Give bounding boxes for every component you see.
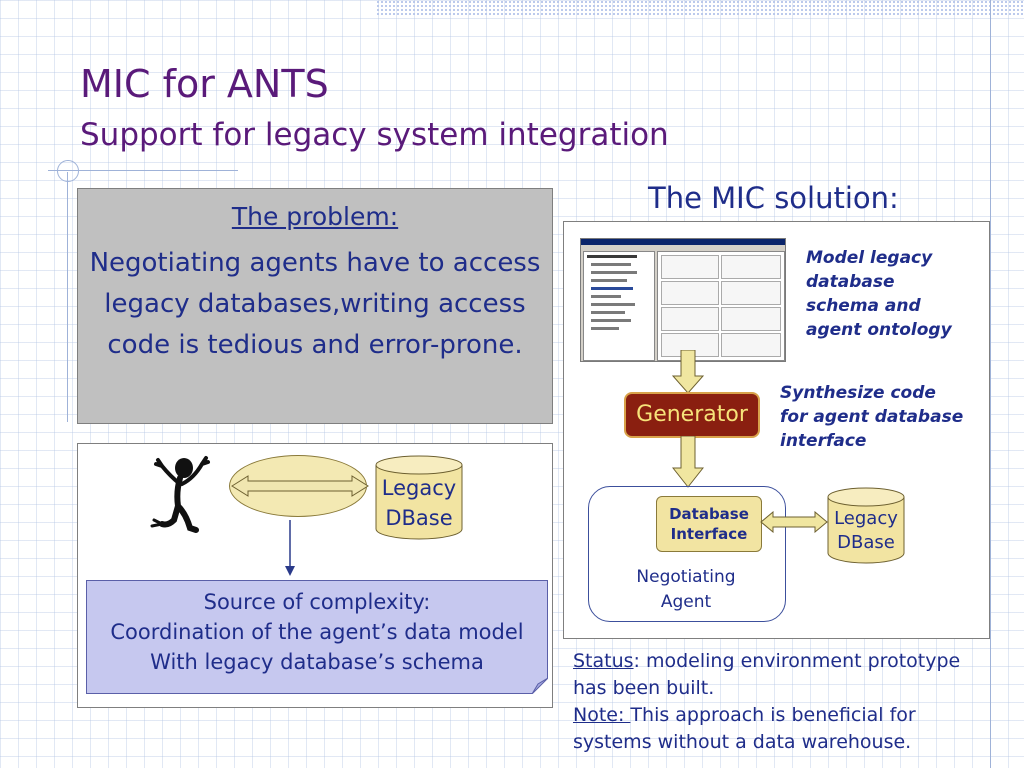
db-interface-line2: Interface bbox=[670, 525, 748, 543]
double-arrow-db-icon bbox=[760, 511, 828, 533]
problem-heading: The problem: bbox=[231, 202, 399, 231]
model-text-line4: agent ontology bbox=[806, 320, 952, 340]
model-text: Model legacy database schema and agent o… bbox=[806, 246, 952, 342]
left-decor-line bbox=[67, 172, 68, 422]
title-underline-decor bbox=[48, 170, 238, 171]
negotiating-agent-box bbox=[588, 486, 786, 622]
status-body: : modeling environment prototype has bee… bbox=[573, 650, 961, 699]
db-interface-line1: Database bbox=[669, 505, 749, 523]
model-text-line1: Model legacy bbox=[806, 248, 933, 268]
modeling-tool-screenshot bbox=[580, 238, 786, 362]
note-line-3: With legacy database’s schema bbox=[150, 650, 484, 674]
generator-box: Generator bbox=[624, 392, 760, 438]
negotiating-agent-label: Negotiating Agent bbox=[626, 565, 746, 615]
model-text-line3: schema and bbox=[806, 296, 921, 316]
legacy-db-line1: Legacy bbox=[381, 476, 457, 500]
database-cylinder-icon bbox=[375, 455, 463, 540]
synth-text-line2: for agent database bbox=[780, 407, 964, 427]
down-arrow-icon bbox=[285, 520, 295, 576]
problem-box: The problem: Negotiating agents have to … bbox=[77, 188, 553, 424]
legacy-db-right-line2: DBase bbox=[837, 532, 895, 553]
synthesize-text: Synthesize code for agent database inter… bbox=[780, 381, 963, 453]
model-text-line2: database bbox=[806, 272, 895, 292]
agent-label-line1: Negotiating bbox=[636, 567, 736, 587]
arrow-down-to-generator-icon bbox=[672, 350, 704, 394]
problem-text: Negotiating agents have to access legacy… bbox=[89, 248, 541, 360]
agent-label-line2: Agent bbox=[660, 592, 712, 612]
slide-title: MIC for ANTS bbox=[80, 62, 329, 106]
legacy-db-cylinder-icon bbox=[827, 487, 905, 564]
legacy-db-line2: DBase bbox=[385, 506, 453, 530]
database-interface-box: Database Interface bbox=[656, 496, 762, 552]
legacy-db-label-left: Legacy DBase bbox=[374, 473, 464, 533]
status-label: Status bbox=[573, 650, 634, 672]
solution-title: The MIC solution: bbox=[648, 181, 899, 215]
slide-subtitle: Support for legacy system integration bbox=[80, 117, 669, 153]
note-fold-icon bbox=[532, 678, 548, 694]
arrow-down-to-interface-icon bbox=[672, 436, 704, 488]
note-line-2: Coordination of the agent’s data model bbox=[110, 620, 524, 644]
double-arrow-icon bbox=[231, 475, 369, 497]
top-decorative-band bbox=[376, 0, 1024, 16]
synth-text-line3: interface bbox=[780, 431, 867, 451]
legacy-db-right-line1: Legacy bbox=[834, 508, 898, 529]
synth-text-line1: Synthesize code bbox=[780, 383, 936, 403]
decor-circle bbox=[57, 160, 79, 182]
status-text: Status: modeling environment prototype h… bbox=[573, 648, 993, 756]
right-decor-line bbox=[990, 0, 991, 768]
note-line-1: Source of complexity: bbox=[203, 590, 431, 614]
legacy-db-label-right: Legacy DBase bbox=[826, 507, 906, 555]
stick-figure-icon bbox=[150, 456, 210, 533]
complexity-note: Source of complexity: Coordination of th… bbox=[86, 580, 548, 694]
note-label: Note: bbox=[573, 704, 631, 726]
note-body: This approach is beneficial for systems … bbox=[573, 704, 916, 753]
